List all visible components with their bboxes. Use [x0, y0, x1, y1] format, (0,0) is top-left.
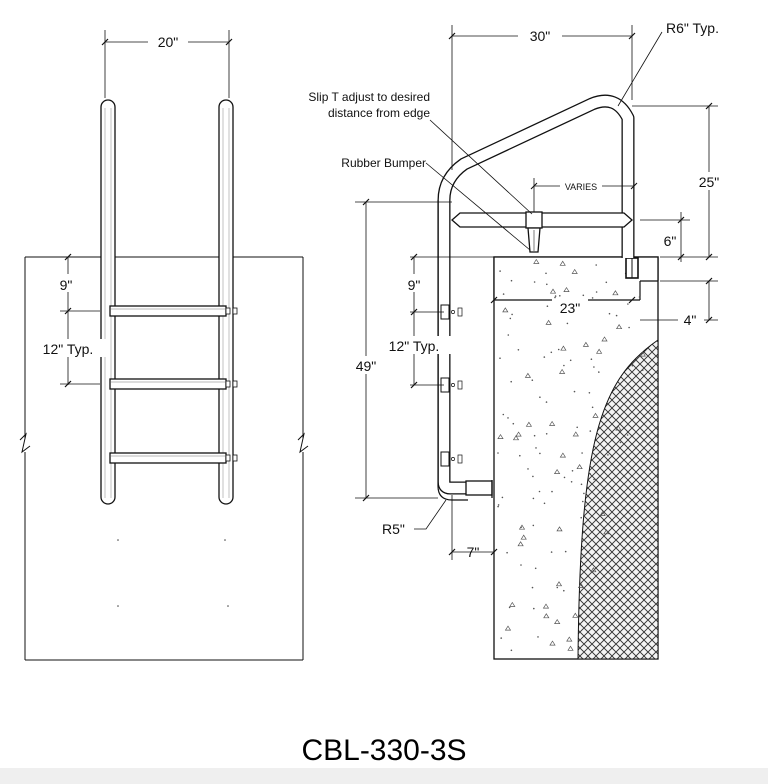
front-step-2	[109, 378, 238, 390]
side-view: 30" R6" Typ. Slip T adjust to desired di…	[308, 20, 728, 660]
side-step-dimensions: 9" 12" Typ.	[378, 253, 494, 389]
top-radius-callout: R6" Typ.	[617, 20, 719, 107]
front-left-handrail	[100, 99, 116, 505]
slip-t-note-line2: distance from edge	[328, 106, 430, 120]
foot-offset-label: 7"	[467, 544, 480, 560]
side-step-2	[440, 377, 463, 393]
side-step-1	[440, 304, 463, 320]
bottom-radius-callout: R5"	[382, 499, 447, 537]
slip-t-callout: Slip T adjust to desired distance from e…	[308, 90, 533, 215]
coping-label: 4"	[684, 312, 697, 328]
model-title: CBL-330-3S	[301, 734, 466, 767]
foot-offset-dimension: 7"	[448, 495, 498, 560]
bottom-radius-label: R5"	[382, 521, 405, 537]
varies-dimension: VARIES	[530, 178, 638, 212]
deck-depth-dimension: 23"	[490, 296, 636, 316]
front-step-1	[109, 305, 238, 317]
side-step-spacing-label: 12" Typ.	[389, 338, 440, 354]
front-width-label: 20"	[158, 34, 179, 50]
slip-t-bar	[451, 211, 633, 253]
front-right-handrail	[218, 99, 234, 505]
bumper-height-dimension: 6"	[640, 212, 690, 262]
coping-dimension: 4"	[640, 277, 718, 328]
footer-bar	[0, 768, 768, 784]
rubber-bumper-callout: Rubber Bumper	[341, 156, 531, 251]
side-handrail	[437, 94, 635, 501]
total-depth-label: 49"	[356, 358, 377, 374]
concrete-wall	[493, 256, 659, 660]
bumper-height-label: 6"	[664, 233, 677, 249]
side-width-label: 30"	[530, 28, 551, 44]
deck-depth-label: 23"	[560, 300, 581, 316]
height-above-deck-label: 25"	[699, 174, 720, 190]
front-width-dimension: 20"	[101, 30, 233, 98]
top-radius-label: R6" Typ.	[666, 20, 719, 36]
ladder-drawing: 20" 9" 12" Typ.	[19, 20, 728, 767]
side-top-step-label: 9"	[408, 277, 421, 293]
slip-t-note-line1: Slip T adjust to desired	[308, 90, 430, 104]
front-step-3	[109, 452, 238, 464]
side-step-3	[440, 451, 463, 467]
front-top-step-label: 9"	[60, 277, 73, 293]
side-width-dimension: 30"	[448, 25, 636, 170]
front-step-spacing-label: 12" Typ.	[43, 341, 94, 357]
height-above-deck-dimension: 25"	[632, 102, 728, 261]
total-depth-dimension: 49"	[348, 198, 452, 502]
rubber-bumper-note: Rubber Bumper	[341, 156, 426, 170]
front-step-dimensions: 9" 12" Typ.	[30, 253, 106, 388]
varies-label: VARIES	[565, 182, 597, 192]
front-view: 20" 9" 12" Typ.	[19, 30, 309, 661]
